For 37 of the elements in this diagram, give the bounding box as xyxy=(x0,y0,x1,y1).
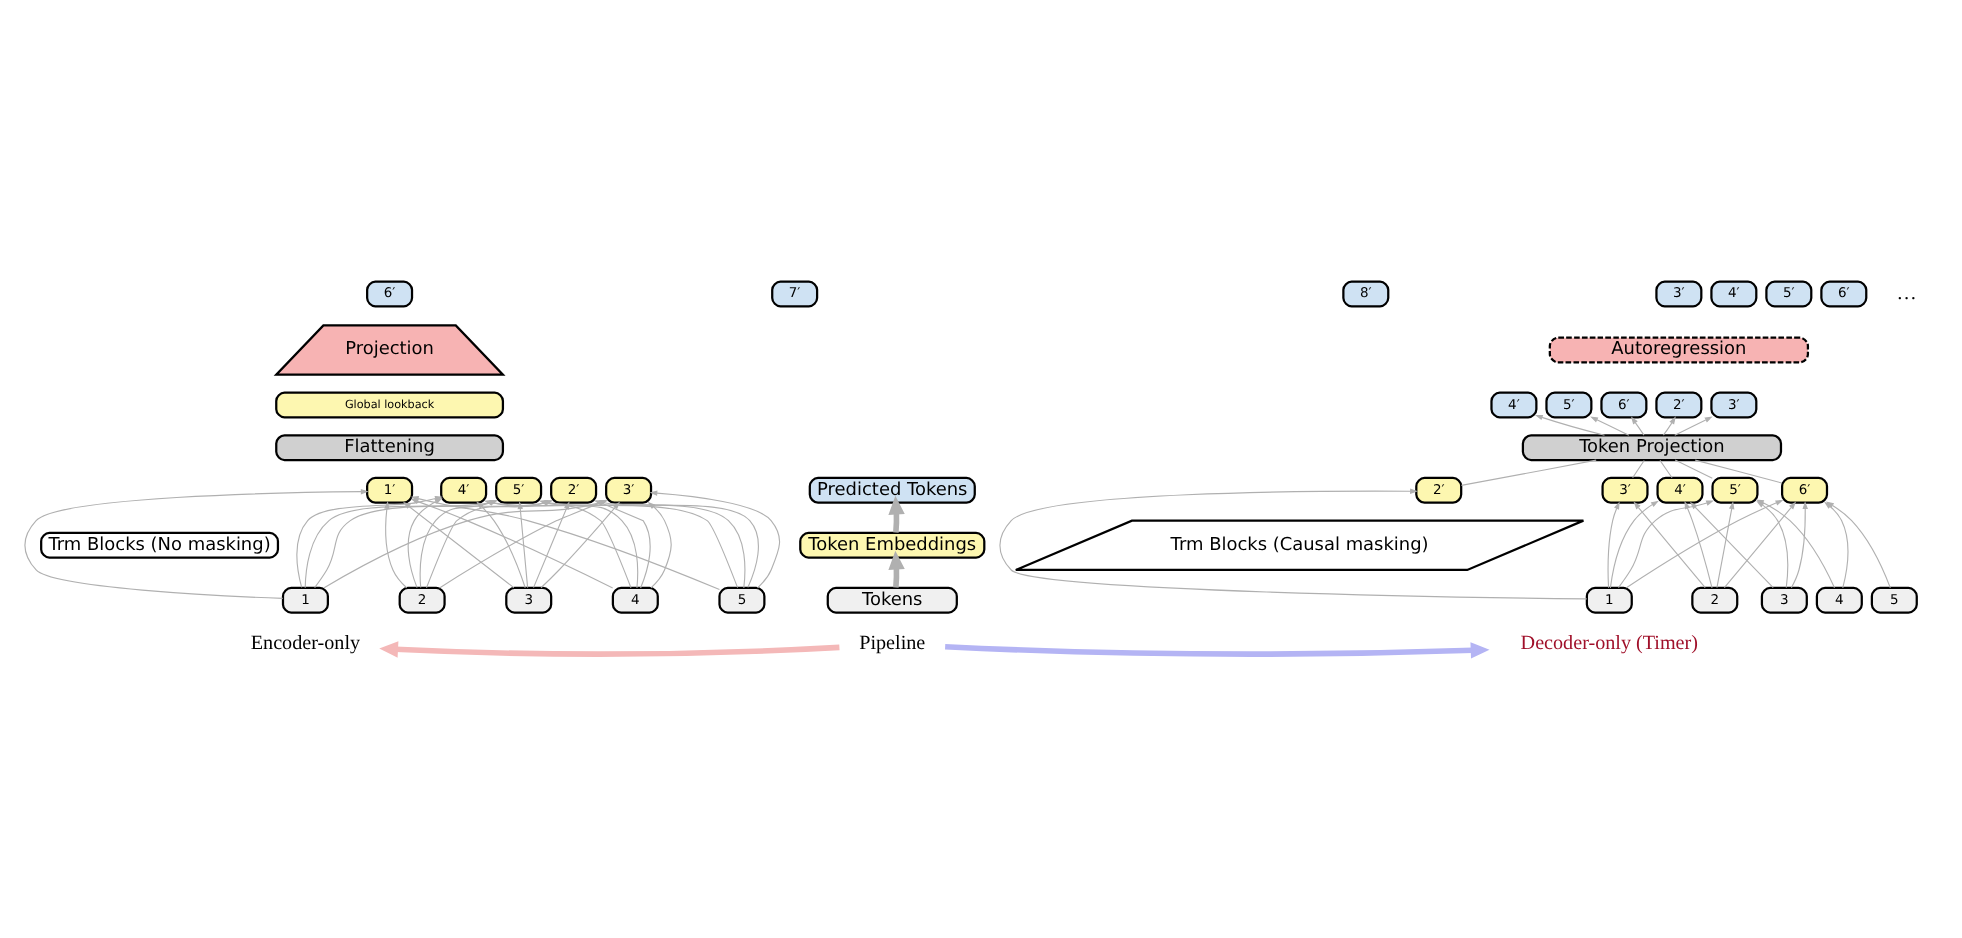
connector xyxy=(1659,459,1673,479)
arrow xyxy=(1684,501,1713,589)
arrow xyxy=(1534,414,1606,436)
node-box: Trm Blocks (No masking) xyxy=(40,531,280,559)
arrow xyxy=(1590,416,1630,436)
arrow xyxy=(403,501,515,589)
arrow xyxy=(1674,416,1713,436)
arrow xyxy=(1607,501,1620,589)
connector xyxy=(1694,459,1783,484)
node-box: Tokens xyxy=(826,586,958,614)
connector xyxy=(1460,459,1597,486)
arrow xyxy=(1662,416,1676,436)
node-box: Autoregression xyxy=(1548,336,1810,364)
node-text: Pipeline xyxy=(859,632,926,655)
connector xyxy=(1674,459,1713,479)
arrow xyxy=(1617,500,1714,589)
arrow xyxy=(888,550,905,588)
node-box: Flattening xyxy=(275,434,505,462)
arrow xyxy=(1631,416,1645,436)
label: … xyxy=(1896,282,1917,305)
arrow xyxy=(1716,501,1735,589)
arrow xyxy=(999,488,1588,600)
arrow xyxy=(1609,500,1659,589)
connector xyxy=(1632,459,1645,479)
arrow xyxy=(24,488,369,599)
arrow xyxy=(888,495,905,533)
arrow xyxy=(1790,501,1808,589)
node-text: Encoder-only xyxy=(250,632,361,655)
arrow xyxy=(1633,501,1706,589)
arrow xyxy=(945,642,1490,659)
arrow xyxy=(419,500,498,589)
node-box: Predicted Tokens xyxy=(808,476,976,504)
arrow xyxy=(384,501,408,589)
node-box: Token Projection xyxy=(1521,434,1783,462)
node-box: Token Embeddings xyxy=(799,531,986,559)
node-text: Decoder-only (Timer) xyxy=(1520,632,1699,655)
arrow xyxy=(379,641,840,658)
